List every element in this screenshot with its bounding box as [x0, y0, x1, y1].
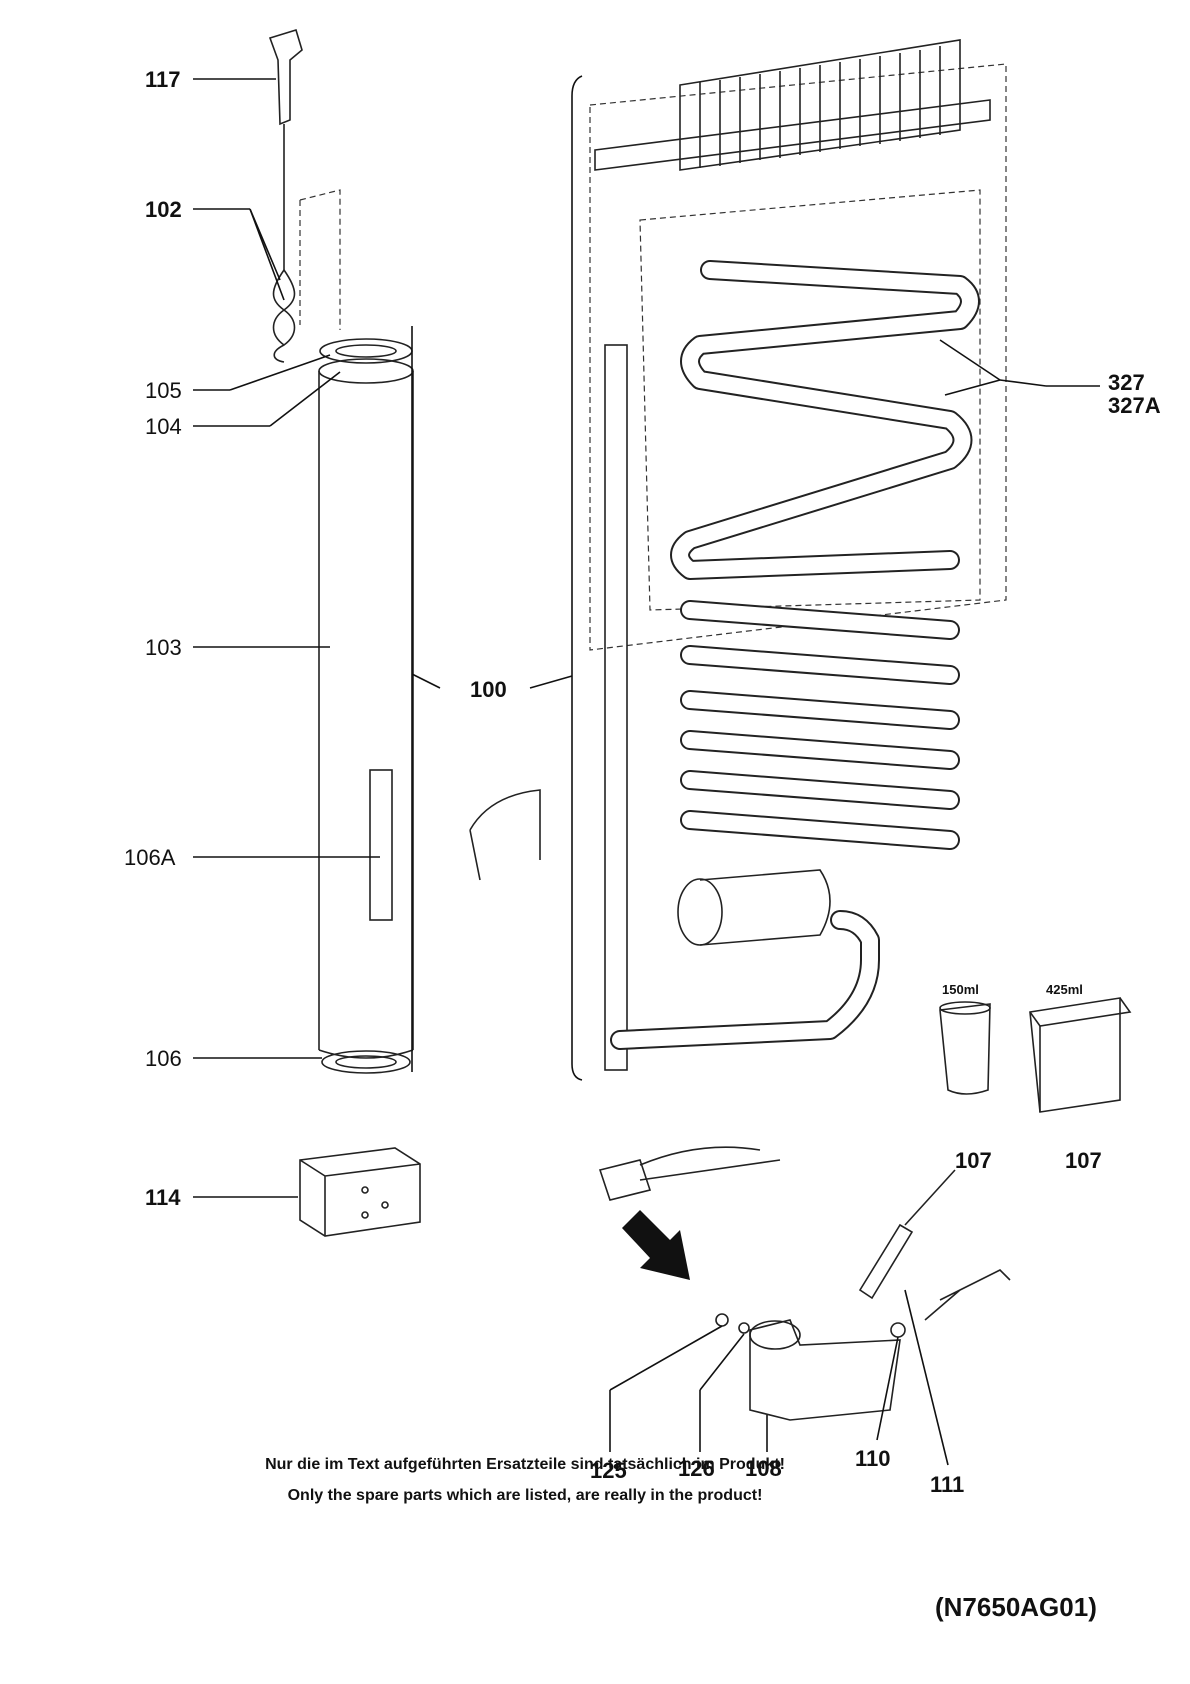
part-114-box	[299, 1147, 421, 1237]
cooling-unit	[469, 39, 1007, 1071]
part-102-wire	[272, 269, 296, 363]
caption-150ml: 150ml	[942, 982, 979, 997]
label-125: 125	[590, 1458, 627, 1483]
label-108: 108	[745, 1456, 782, 1481]
burner-assembly-small	[598, 1146, 781, 1201]
label-102: 102	[145, 197, 182, 222]
part-108-burner	[749, 1319, 901, 1421]
absorber-coils	[680, 600, 960, 850]
label-110: 110	[855, 1446, 891, 1471]
label-111: 111	[930, 1472, 964, 1497]
label-104: 104	[145, 414, 182, 439]
insulation-outline	[299, 189, 341, 330]
part-110-nut	[890, 1322, 906, 1338]
label-106A: 106A	[124, 845, 176, 870]
label-105: 105	[145, 378, 182, 403]
label-100: 100	[470, 677, 507, 702]
notice-german: Nur die im Text aufgeführten Ersatzteile…	[265, 1456, 785, 1473]
leader-lines	[193, 78, 1100, 1466]
part-126-washer	[738, 1322, 750, 1334]
label-103: 103	[145, 635, 182, 660]
label-126: 126	[678, 1456, 715, 1481]
condenser-fins	[594, 39, 991, 171]
label-117: 117	[145, 67, 181, 92]
part-125-screw	[715, 1313, 729, 1327]
label-327A: 327A	[1108, 393, 1161, 418]
part-111-thermocouple	[858, 1169, 1011, 1321]
caption-425ml: 425ml	[1046, 982, 1083, 997]
label-114: 114	[145, 1185, 181, 1210]
label-106: 106	[145, 1046, 182, 1071]
drawing-number: (N7650AG01)	[935, 1592, 1097, 1622]
arrow-detail	[622, 1210, 690, 1280]
part-107-large-container	[1029, 997, 1132, 1113]
label-107-large: 107	[1065, 1148, 1102, 1173]
bracket-100	[411, 326, 441, 1072]
bracket-100-right	[571, 75, 583, 1081]
part-107-small-container	[939, 1001, 991, 1095]
label-327: 327	[1108, 370, 1145, 395]
label-107-small: 107	[955, 1148, 992, 1173]
part-117-probe	[268, 28, 303, 270]
part-103-insulation-tube	[318, 338, 414, 1074]
notice-english: Only the spare parts which are listed, a…	[287, 1487, 763, 1504]
reservoir	[677, 869, 831, 946]
